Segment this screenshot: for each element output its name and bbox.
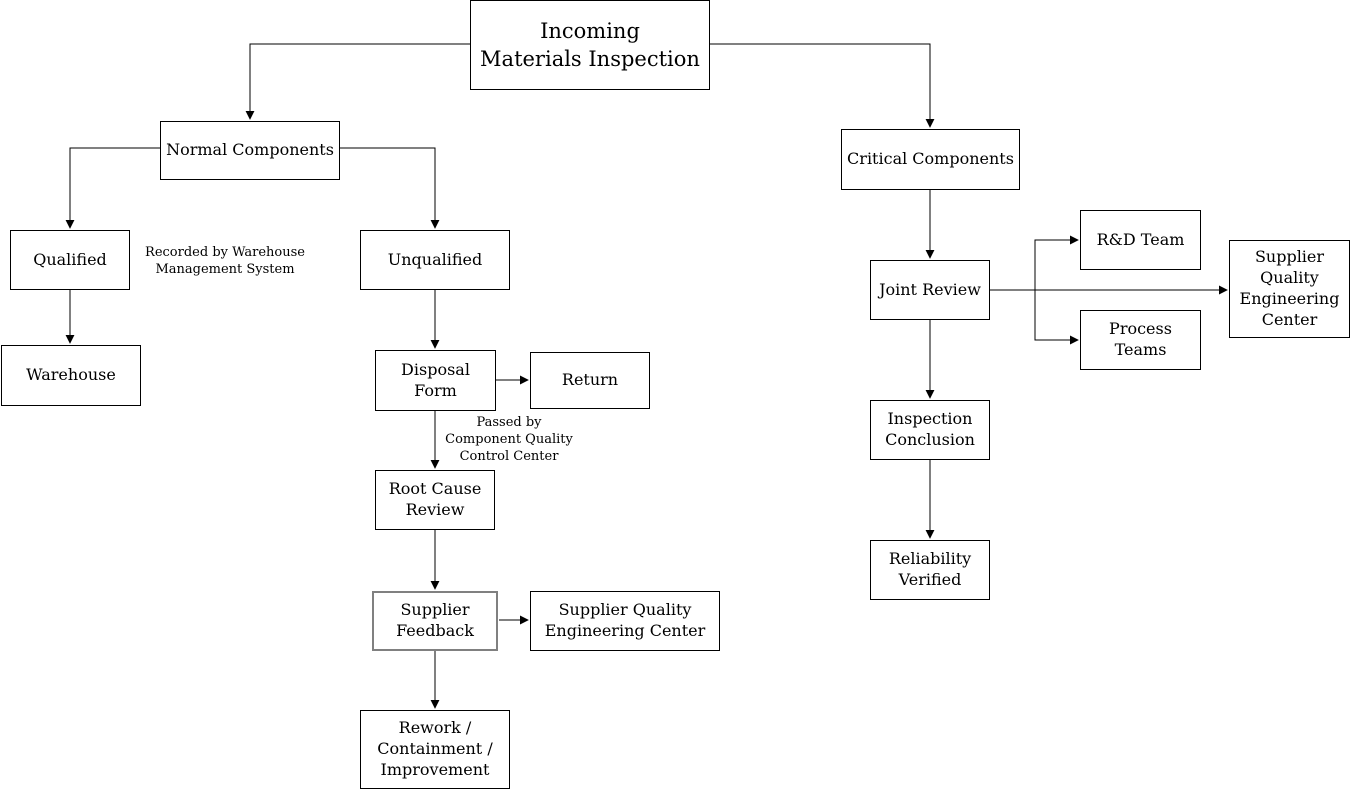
edge-normal-to-qualified <box>65 147 160 229</box>
node-rd-team: R&D Team <box>1080 210 1201 270</box>
edge-label-recorded-by-warehouse: Recorded by Warehouse Management System <box>145 245 305 278</box>
edge-jointreview-to-processteams <box>1034 290 1079 345</box>
edge-label-passed-by-cqcc: Passed by Component Quality Control Cent… <box>445 415 573 465</box>
edge-title-to-critical <box>710 43 935 128</box>
node-rework-containment-improvement: Rework / Containment / Improvement <box>360 710 510 789</box>
node-normal-components: Normal Components <box>160 121 340 180</box>
node-supplier-quality-engineering-center-left: Supplier Quality Engineering Center <box>530 591 720 651</box>
node-supplier-feedback: Supplier Feedback <box>372 591 498 651</box>
node-root-cause-review: Root Cause Review <box>375 470 495 530</box>
edge-normal-to-unqualified <box>340 147 440 229</box>
node-incoming-materials-inspection: Incoming Materials Inspection <box>470 0 710 90</box>
node-process-teams: Process Teams <box>1080 310 1201 370</box>
edge-title-to-normal <box>245 43 470 120</box>
edge-jointreview-to-rdteam <box>1034 235 1079 290</box>
node-disposal-form: Disposal Form <box>375 350 496 411</box>
node-joint-review: Joint Review <box>870 260 990 320</box>
node-reliability-verified: Reliability Verified <box>870 540 990 600</box>
node-inspection-conclusion: Inspection Conclusion <box>870 400 990 460</box>
node-warehouse: Warehouse <box>1 345 141 406</box>
node-unqualified: Unqualified <box>360 230 510 290</box>
node-return: Return <box>530 352 650 409</box>
node-supplier-quality-engineering-center-right: Supplier Quality Engineering Center <box>1229 240 1350 338</box>
node-critical-components: Critical Components <box>841 129 1020 190</box>
node-qualified: Qualified <box>10 230 130 290</box>
